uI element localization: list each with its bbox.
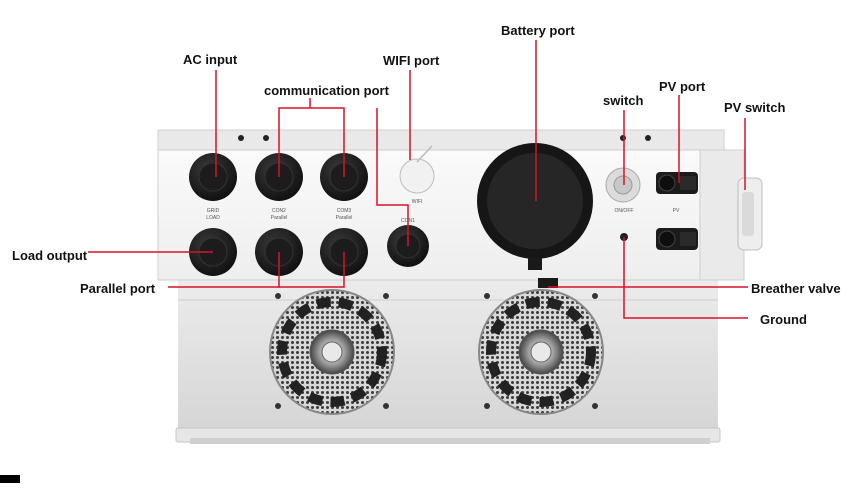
battery-port-label: Battery port [501, 23, 575, 38]
breather-valve-icon [538, 278, 558, 288]
panel-label-com3: COM3 [336, 208, 352, 214]
switch-label: switch [603, 93, 644, 108]
lower-housing [175, 276, 721, 444]
panel-label-pv: PV [672, 208, 680, 214]
panel-label-on-off: ON/OFF [614, 208, 634, 214]
ground-label: Ground [760, 312, 807, 327]
cooling-fan-icon [478, 289, 604, 415]
panel-label-parallel-1: Parallel [270, 215, 288, 221]
panel-label-load: LOAD [206, 215, 220, 221]
connector-panel [157, 129, 745, 281]
parallel-port-label: Parallel port [80, 281, 156, 296]
wifi-port-label: WIFI port [383, 53, 440, 68]
wifi-port-icon [399, 145, 435, 194]
panel-label-grid: GRID [206, 208, 220, 214]
pv-port-label: PV port [659, 79, 706, 94]
panel-label-con1: CON1 [401, 218, 415, 224]
leader-lines [88, 40, 748, 319]
cooling-fan-icon [269, 289, 395, 415]
ac-input-label: AC input [183, 52, 238, 67]
panel-label-parallel-2: Parallel [335, 215, 353, 221]
side-switch-icon [737, 177, 763, 251]
panel-label-wifi: WIFI [411, 199, 423, 205]
on-off-switch-icon [605, 167, 641, 203]
corner-mark [0, 475, 20, 483]
breather-valve-label: Breather valve [751, 281, 841, 296]
pv-connector-icon [656, 172, 698, 250]
panel-label-con2: CON2 [272, 208, 286, 214]
pv-switch-label: PV switch [724, 100, 786, 115]
load-output-label: Load output [12, 248, 88, 263]
communication-port-label: communication port [264, 83, 389, 98]
battery-port-icon [477, 143, 593, 270]
